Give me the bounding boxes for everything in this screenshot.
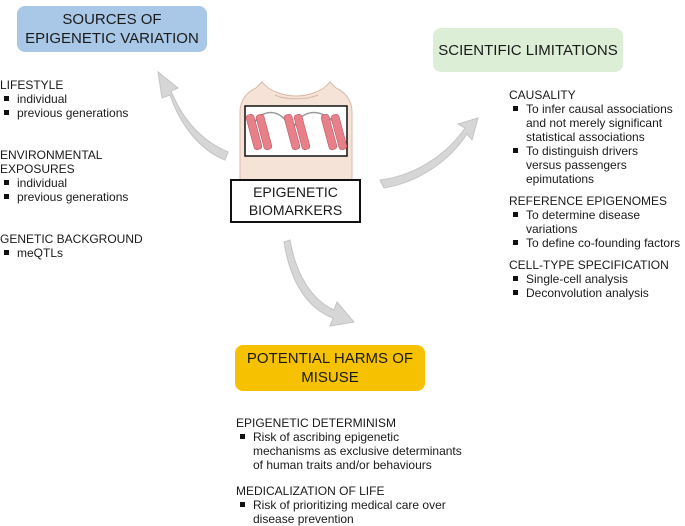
- section-heading: LIFESTYLE: [0, 78, 64, 92]
- list-item: Risk of prioritizing medical care over d…: [236, 498, 536, 526]
- section-heading: REFERENCE EPIGENOMES: [509, 194, 668, 208]
- list-item: Deconvolution analysis: [509, 286, 685, 300]
- list-item: To infer causal associations and not mer…: [509, 102, 685, 144]
- curved-arrow: [157, 70, 229, 161]
- limitations-box: SCIENTIFIC LIMITATIONS: [433, 28, 623, 72]
- list-item: individual: [0, 176, 200, 190]
- sources-list: LIFESTYLE individual previous generation…: [0, 78, 200, 260]
- list-item: meQTLs: [0, 246, 200, 260]
- harms-list: EPIGENETIC DETERMINISM Risk of ascribing…: [236, 416, 536, 526]
- list-item: Risk of ascribing epigenetic mechanisms …: [236, 430, 536, 472]
- list-item: individual: [0, 92, 200, 106]
- list-item: To define co-founding factors: [509, 236, 685, 250]
- section-heading: GENETIC BACKGROUND: [0, 232, 143, 246]
- section-heading: CELL-TYPE SPECIFICATION: [509, 258, 669, 272]
- limitations-list: CAUSALITY To infer causal associations a…: [509, 88, 685, 300]
- list-item: To determine disease variations: [509, 208, 685, 236]
- curved-arrow: [379, 117, 479, 189]
- section-heading: MEDICALIZATION OF LIFE: [236, 484, 385, 498]
- list-item: To distinguish drivers versus passengers…: [509, 144, 685, 186]
- section-heading: EPIGENETIC DETERMINISM: [236, 416, 397, 430]
- section-heading: CAUSALITY: [509, 88, 576, 102]
- list-item: previous generations: [0, 190, 200, 204]
- torso-illustration: [239, 81, 353, 181]
- list-item: Single-cell analysis: [509, 272, 685, 286]
- list-item: previous generations: [0, 106, 200, 120]
- curved-arrow: [283, 239, 355, 327]
